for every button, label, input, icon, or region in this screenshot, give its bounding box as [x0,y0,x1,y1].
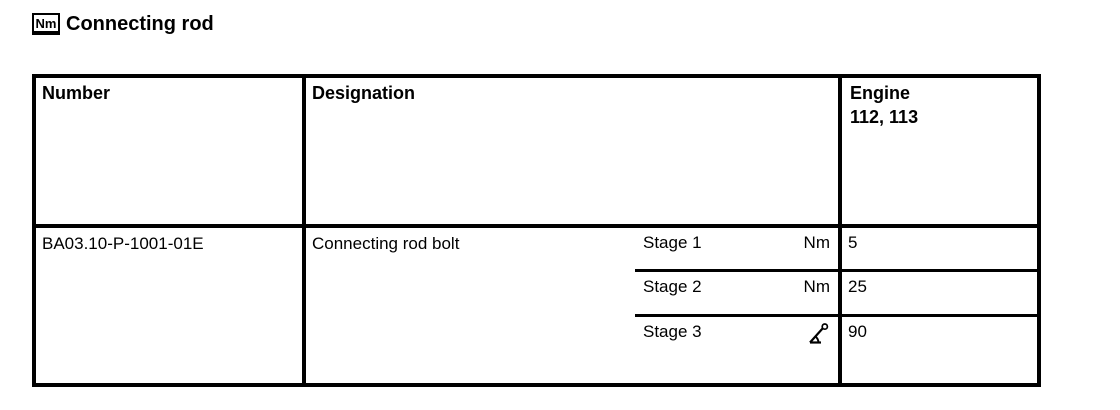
angle-degree-icon [808,323,830,351]
stage-1-value: 5 [842,228,1037,272]
stage-2-unit: Nm [803,277,830,296]
header-label-number: Number [42,83,111,103]
header-label-engine-models: 112, 113 [850,107,919,127]
stage-2-label: Stage 2 [643,277,702,296]
cell-designation: Connecting rod bolt Stage 1 Nm Stage 2 N… [306,228,842,383]
stage-row-3: Stage 3 [635,317,838,383]
stage-1-unit: Nm [803,233,830,252]
page-title: Connecting rod [66,12,214,35]
stage-2-value: 25 [842,272,1037,317]
header-cell-number: Number [36,78,306,224]
stage-row-1: Stage 1 Nm [635,228,838,272]
header-cell-engine: Engine 112, 113 [842,78,1037,224]
stage-3-value: 90 [848,322,867,341]
document-title: Nm Connecting rod [32,11,214,37]
nm-torque-icon: Nm [32,13,60,35]
table-header-row: Number Designation Engine 112, 113 [36,78,1037,228]
designation-text: Connecting rod bolt [312,234,460,253]
torque-spec-table: Number Designation Engine 112, 113 BA03.… [32,74,1041,387]
table-data-row: BA03.10-P-1001-01E Connecting rod bolt S… [36,228,1037,383]
header-label-designation: Designation [312,83,416,103]
stage-3-label: Stage 3 [643,322,702,341]
stage-row-2: Stage 2 Nm [635,272,838,317]
cell-engine-values: 5 25 90 [842,228,1037,383]
stage-sub-table: Stage 1 Nm Stage 2 Nm Stage 3 [635,228,838,383]
header-cell-designation: Designation [306,78,842,224]
cell-job-number: BA03.10-P-1001-01E [36,228,306,383]
job-number: BA03.10-P-1001-01E [42,234,204,253]
stage-1-label: Stage 1 [643,233,702,252]
header-label-engine: Engine [850,83,911,103]
